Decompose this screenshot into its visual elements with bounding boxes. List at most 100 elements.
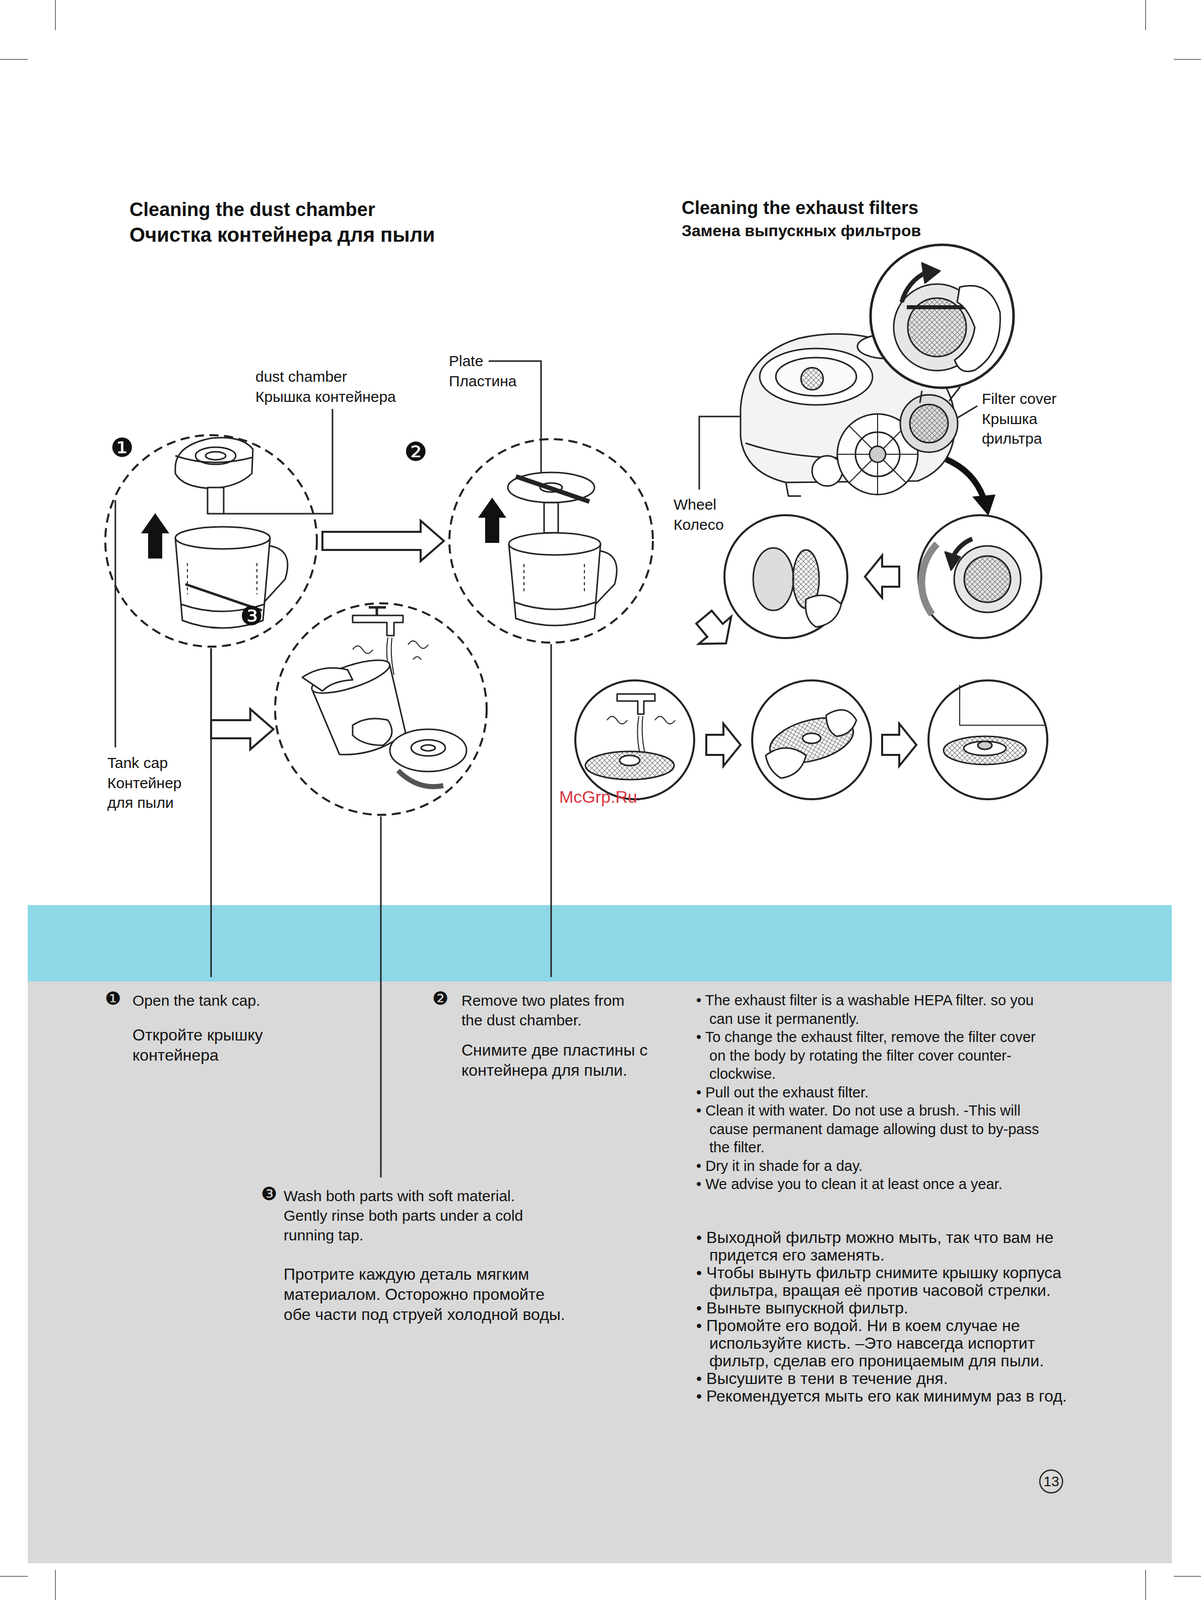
bullet-note: • We advise you to clean it at least onc…: [696, 1175, 1044, 1194]
turn-arrow: [972, 494, 996, 516]
step-text: Wash both parts with soft material. Gent…: [283, 1186, 546, 1246]
bullet-note: • Pull out the exhaust filter.: [696, 1083, 1044, 1103]
filter-cover-closeup: [870, 244, 1014, 404]
manual-illustration: [478, 497, 507, 544]
dashed-circle: [103, 433, 319, 649]
filter-step-closeup: [753, 548, 794, 611]
part-label: Wheel: [673, 494, 717, 515]
leader-line: [114, 500, 117, 748]
manual-illustration: [706, 723, 741, 767]
step-circle: ❷: [447, 437, 655, 645]
dust-chamber-illustration: [205, 451, 226, 460]
washing-illustration: [397, 770, 444, 787]
bullet-note: • Высушите в тени в течение дня.: [696, 1370, 1070, 1388]
bullet-note: • To change the exhaust filter, remove t…: [696, 1028, 1044, 1084]
flow-arrow: [322, 520, 444, 562]
watermark: McGrp.Ru: [559, 785, 638, 809]
washing-illustration: [302, 668, 353, 692]
part-label: Tank cap: [107, 753, 168, 773]
plate-illustration: [540, 483, 563, 493]
vacuum-cleaner-illustration: [869, 446, 886, 463]
leader-line: [210, 648, 213, 978]
step-text: Open the tank cap.: [132, 990, 261, 1011]
flow-arrow: [211, 648, 274, 750]
dashed-circle: [275, 603, 487, 816]
section-heading: Cleaning the dust chamber: [129, 197, 376, 223]
part-label: Пластина: [448, 371, 517, 391]
step-number: ❷: [432, 987, 449, 1012]
dust-chamber-illustration: [175, 437, 288, 629]
page-background: [27, 905, 1172, 1564]
filter-step-closeup: [977, 741, 992, 750]
filter-step-closeup: [945, 552, 961, 571]
part-label: Колесо: [673, 514, 724, 535]
washing-illustration: [352, 615, 404, 636]
page-background: [27, 905, 1172, 982]
leader-line: [550, 644, 553, 978]
hollow-arrow: [322, 520, 444, 562]
filter-cover-closeup: [954, 285, 1000, 372]
dashed-circle: [273, 602, 489, 817]
step-text: Снимите две пластины с контейнера для пы…: [461, 1040, 674, 1081]
filter-step-closeup: [921, 544, 938, 615]
part-label: Filter cover: [981, 388, 1057, 409]
filter-step-closeup: [619, 755, 640, 766]
plate-illustration: [515, 476, 590, 502]
leader-line: [380, 816, 382, 1178]
step-circle: ❸: [273, 602, 489, 817]
manual-illustration: [864, 555, 900, 598]
vacuum-cleaner-illustration: [900, 394, 958, 453]
page-number: 13: [1038, 1469, 1064, 1495]
crop-marks: [1145, 0, 1147, 31]
filter-step-closeup: [765, 748, 807, 779]
filter-cover-closeup: [919, 386, 961, 404]
part-label: Plate: [448, 351, 484, 371]
dust-chamber-illustration: [187, 563, 257, 595]
vacuum-cleaner-illustration: [759, 348, 873, 406]
filter-step-closeup: [724, 515, 848, 639]
section-heading: Замена выпускных фильтров: [681, 220, 921, 242]
turn-arrow: [946, 459, 996, 516]
text-column: • The exhaust filter is a washable HEPA …: [696, 991, 1044, 1194]
manual-illustration: [141, 513, 170, 559]
plate-illustration: [508, 544, 601, 626]
filter-cover-closeup: [921, 262, 941, 284]
step-circle: ❶: [103, 433, 319, 649]
crop-marks: [1173, 58, 1201, 60]
filter-step-closeup: [637, 716, 645, 754]
bullet-note: • Чтобы вынуть фильтр снимите крышку кор…: [696, 1264, 1070, 1300]
crop-marks: [1145, 1570, 1147, 1600]
page-background: [27, 981, 1172, 1564]
step-text: Протрите каждую деталь мягким материалом…: [283, 1264, 571, 1325]
bullet-note: • The exhaust filter is a washable HEPA …: [696, 991, 1044, 1029]
washing-illustration: [411, 740, 446, 757]
callout-number: ❶: [110, 433, 135, 463]
plate-illustration: [523, 564, 585, 595]
filter-step-closeup: [954, 546, 1021, 613]
filter-step-closeup: [964, 556, 1011, 603]
filter-step-closeup: [805, 595, 842, 628]
leader-line: [699, 416, 741, 490]
crop-marks: [0, 1576, 28, 1578]
plate-illustration: [507, 472, 595, 503]
vacuum-cleaner-illustration: [801, 367, 824, 390]
callout-number: ❷: [404, 437, 428, 467]
bullet-note: • Dry it in shade for a day.: [696, 1157, 1044, 1176]
manual-illustration: [882, 723, 917, 767]
manual-illustration: [687, 603, 743, 657]
dashed-circle: [447, 437, 655, 645]
dust-chamber-illustration: [175, 526, 271, 550]
circle-outline: [1039, 1470, 1063, 1494]
dust-chamber-illustration: [195, 447, 236, 465]
washing-illustration: [302, 607, 467, 787]
part-label: Крышка фильтра: [981, 409, 1063, 449]
flow-line: [210, 648, 213, 730]
plate-illustration: [595, 551, 617, 605]
vacuum-cleaner-illustration: [785, 482, 802, 497]
filter-step-closeup: [959, 685, 1045, 726]
plate-illustration: [508, 532, 601, 556]
filter-step-closeup: [802, 733, 821, 744]
crop-marks: [54, 1570, 56, 1600]
filter-step-closeup: [963, 741, 1007, 756]
